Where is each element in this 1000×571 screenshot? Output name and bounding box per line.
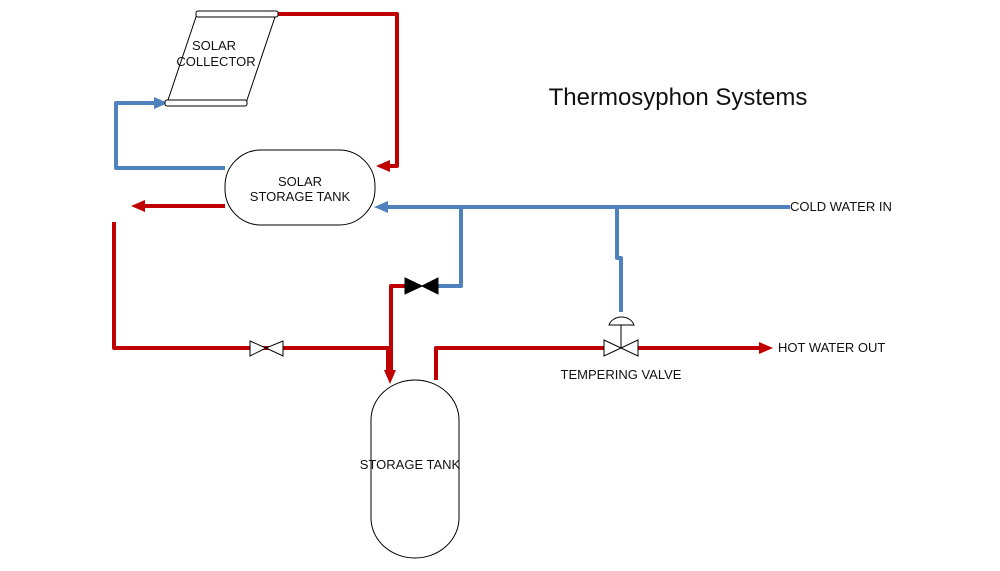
collector-label-line1: SOLAR bbox=[192, 38, 236, 53]
hot-arrowheads bbox=[131, 160, 773, 384]
valve-to-storage-pipe bbox=[389, 284, 406, 372]
collector-bottom-header bbox=[164, 99, 248, 107]
gate-valve-closed-icon bbox=[404, 277, 439, 295]
arrow-into-solar-tank-icon bbox=[374, 201, 388, 213]
arrow-into-storage-tank-icon bbox=[384, 370, 396, 384]
arrow-hot-water-out-icon bbox=[759, 342, 773, 354]
tempering-valve-label: TEMPERING VALVE bbox=[561, 367, 682, 382]
solar-storage-tank: SOLAR STORAGE TANK bbox=[224, 149, 376, 226]
arrow-into-collector-icon bbox=[154, 97, 168, 109]
collector-hot-outlet-pipe bbox=[276, 12, 399, 168]
diagram-title: Thermosyphon Systems bbox=[549, 84, 808, 111]
arrow-hot-outlet-left-icon bbox=[131, 200, 145, 212]
solar-storage-tank-body bbox=[224, 149, 376, 226]
gate-valve-open-icon bbox=[249, 340, 284, 357]
collector-label-line2: COLLECTOR bbox=[176, 54, 255, 69]
cold-water-pipes bbox=[114, 101, 790, 312]
solar-tank-label-line2: STORAGE TANK bbox=[250, 189, 351, 204]
cold-branch-to-valve-pipe bbox=[438, 207, 463, 288]
solar-tank-label-line1: SOLAR bbox=[278, 174, 322, 189]
cold-branch-to-tempering-pipe bbox=[615, 207, 623, 312]
arrow-into-solar-tank-hot-icon bbox=[376, 160, 390, 172]
tempering-valve-icon bbox=[603, 316, 639, 357]
storage-tank-body bbox=[370, 379, 460, 559]
storage-tank-label: STORAGE TANK bbox=[360, 457, 461, 472]
cold-water-in-label: COLD WATER IN bbox=[790, 199, 892, 214]
collector-top-header bbox=[195, 10, 279, 18]
collector-cold-return-pipe bbox=[114, 101, 225, 170]
solar-collector: SOLAR COLLECTOR bbox=[164, 10, 279, 107]
cold-arrowheads bbox=[154, 97, 388, 213]
hot-water-out-label: HOT WATER OUT bbox=[778, 340, 885, 355]
storage-outlet-pipe bbox=[434, 346, 604, 380]
storage-tank: STORAGE TANK bbox=[360, 379, 461, 559]
